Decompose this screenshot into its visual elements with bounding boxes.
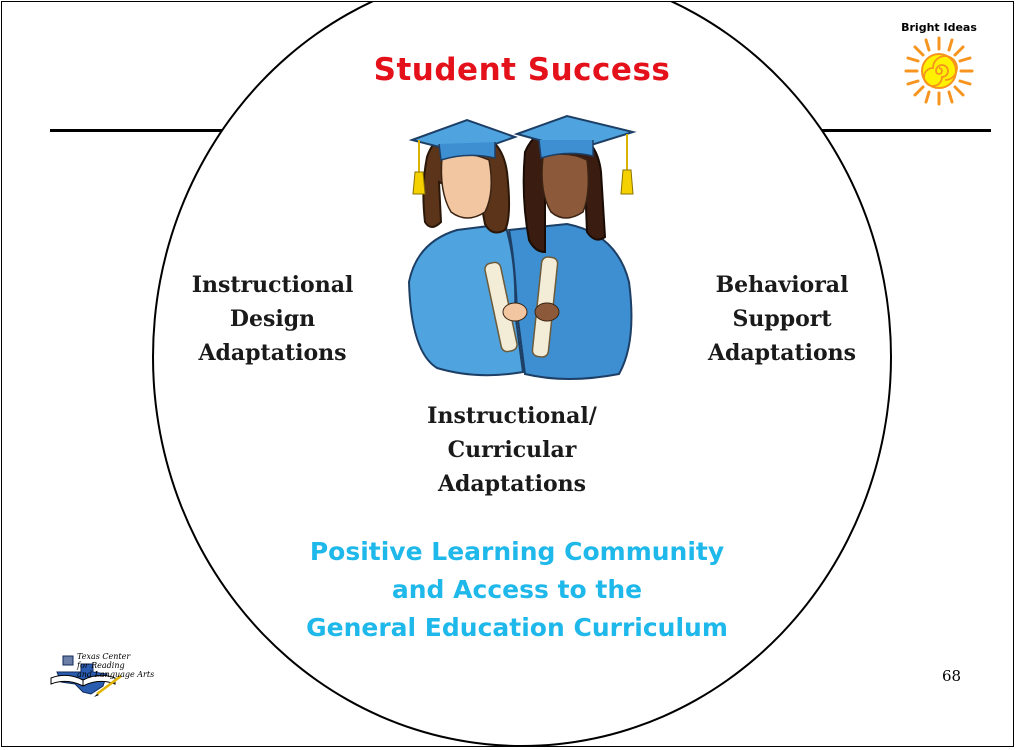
- sun-icon: [904, 36, 974, 106]
- left-divider-line: [50, 129, 310, 132]
- texas-center-logo: Texas Center for Reading and Language Ar…: [47, 652, 154, 703]
- bright-ideas-badge: Bright Ideas: [894, 21, 984, 110]
- page-number: 68: [942, 667, 962, 685]
- instructional-design-label: Instructional Design Adaptations: [191, 272, 354, 366]
- right-divider-line: [792, 129, 991, 132]
- graduates-clipart: [407, 114, 637, 380]
- curricular-adaptations-label: Instructional/ Curricular Adaptations: [427, 403, 597, 497]
- behavioral-support-label: Behavioral Support Adaptations: [707, 272, 857, 366]
- bright-ideas-label: Bright Ideas: [901, 21, 977, 34]
- logo-text: Texas Center for Reading and Language Ar…: [77, 652, 155, 679]
- community-statement: Positive Learning Community and Access t…: [306, 537, 728, 642]
- texas-book-logo: [50, 655, 122, 697]
- slide-title: Student Success: [373, 52, 671, 88]
- success-circle: [152, 2, 892, 746]
